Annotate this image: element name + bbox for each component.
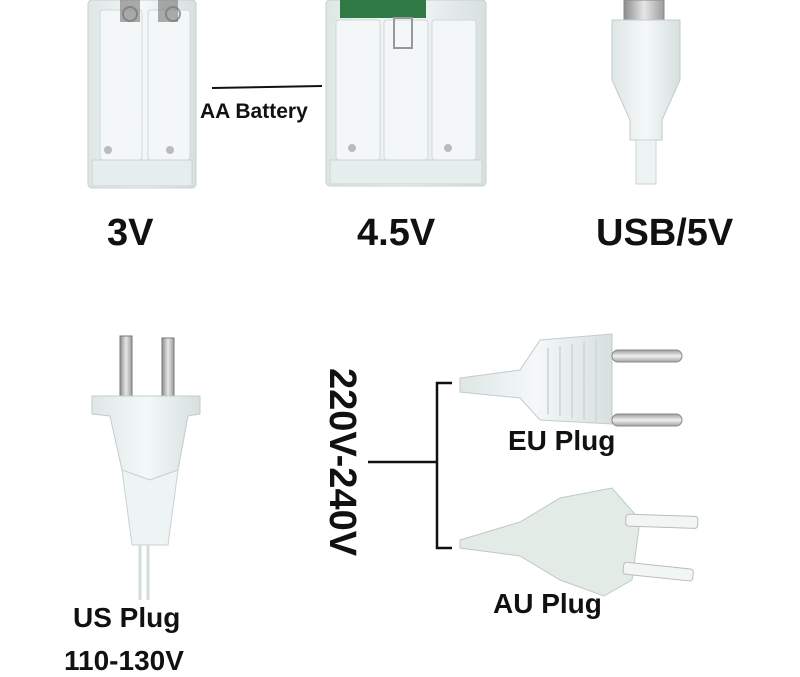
callout-line xyxy=(211,85,323,89)
us-plug-icon xyxy=(91,335,201,600)
voltage-3v-label: 3V xyxy=(107,212,154,254)
au-plug-icon xyxy=(459,487,699,597)
usb-plug-icon xyxy=(611,0,681,185)
eu-plug-label: EU Plug xyxy=(508,425,616,456)
eu-plug-icon xyxy=(459,333,683,427)
battery-box-3aa-icon xyxy=(325,0,487,187)
au-plug-label: AU Plug xyxy=(493,588,602,619)
aa-battery-label: AA Battery xyxy=(200,100,308,123)
usb-5v-label: USB/5V xyxy=(596,212,734,254)
us-plug-label: US Plug xyxy=(73,602,181,633)
voltage-220-240-label: 220V-240V xyxy=(321,368,363,557)
us-voltage-label: 110-130V xyxy=(64,645,184,676)
battery-box-2aa-icon xyxy=(87,0,197,189)
voltage-45v-label: 4.5V xyxy=(357,212,436,254)
voltage-bracket xyxy=(368,381,452,550)
